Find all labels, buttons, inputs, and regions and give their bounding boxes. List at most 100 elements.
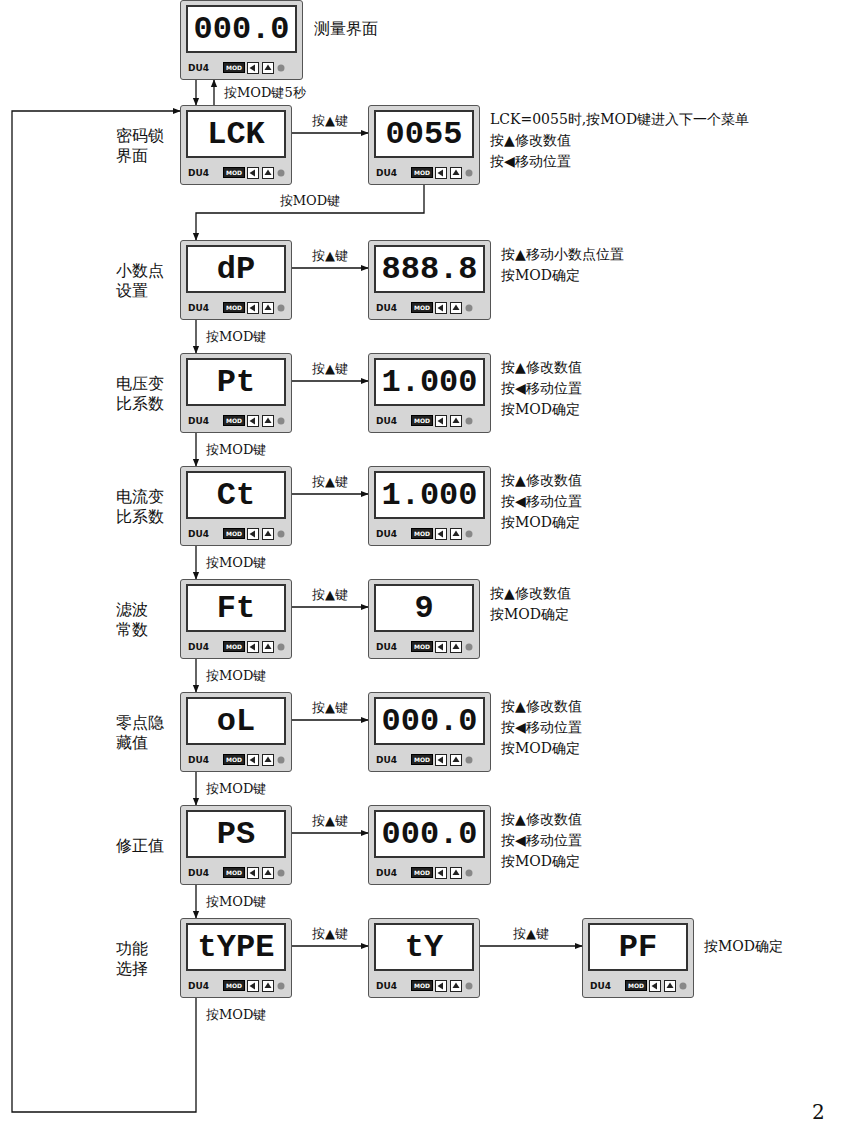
lcd-window: Ct xyxy=(186,471,286,519)
edge-label: 按▲键 xyxy=(310,925,350,943)
edge-label: 按▲键 xyxy=(310,812,350,830)
lcd-window: 000.0 xyxy=(374,810,485,858)
arrow-buttons xyxy=(435,754,475,766)
lcd-readout: 000.0 xyxy=(193,11,289,48)
flow-arrow xyxy=(292,945,368,946)
lcd-window: PS xyxy=(186,810,286,858)
flow-arrow xyxy=(196,185,424,240)
arrow-buttons xyxy=(247,302,287,314)
model-label: DU4 xyxy=(188,755,209,765)
flow-arrow xyxy=(195,433,196,466)
model-label: DU4 xyxy=(376,981,397,991)
lcd-readout: Ft xyxy=(217,590,255,627)
model-label: DU4 xyxy=(188,981,209,991)
flow-arrow xyxy=(480,945,582,946)
edge-label: 按▲键 xyxy=(310,586,350,604)
flow-arrow xyxy=(292,719,368,720)
arrow-buttons xyxy=(435,167,475,179)
lcd-readout: PF xyxy=(619,929,657,966)
arrow-buttons xyxy=(435,302,475,314)
meter-panel: 小数点 设置dPDU4MOD xyxy=(180,240,292,320)
lcd-window: 1.000 xyxy=(374,471,485,519)
edge-label: 按▲键 xyxy=(310,112,350,130)
lcd-window: Pt xyxy=(186,358,286,406)
instruction-note: 按MOD确定 xyxy=(501,740,580,758)
flow-arrow xyxy=(292,380,368,381)
arrow-buttons xyxy=(435,415,475,427)
arrow-buttons xyxy=(247,167,287,179)
edge-label: 按MOD键 xyxy=(204,780,268,798)
lcd-readout: Ct xyxy=(217,477,255,514)
flow-arrow xyxy=(292,493,368,494)
meter-panel: 密码锁 界面LCKDU4MOD xyxy=(180,105,292,185)
page-number: 2 xyxy=(812,1100,825,1124)
lcd-window: 888.8 xyxy=(374,245,485,293)
menu-heading: 零点隐 藏值 xyxy=(116,713,169,753)
instruction-note: 按▲移动小数点位置 xyxy=(501,246,624,264)
instruction-note: 按MOD确定 xyxy=(501,267,580,285)
mod-button: MOD xyxy=(223,167,245,178)
model-label: DU4 xyxy=(376,868,397,878)
meter-panel: 功能 选择tYPEDU4MOD xyxy=(180,918,292,998)
meter-panel: 0055DU4MOD xyxy=(368,105,480,185)
arrow-buttons xyxy=(649,980,689,992)
instruction-note: 按▲修改数值 xyxy=(501,472,582,490)
arrow-buttons xyxy=(247,641,287,653)
lcd-readout: 0055 xyxy=(386,116,463,153)
model-label: DU4 xyxy=(376,642,397,652)
instruction-note: 按MOD确定 xyxy=(501,853,580,871)
model-label: DU4 xyxy=(376,529,397,539)
meter-panel: 1.000DU4MOD xyxy=(368,353,491,433)
flow-arrow xyxy=(195,80,196,105)
meter-panel: 测量界面000.0DU4MOD xyxy=(180,0,303,80)
flow-arrow xyxy=(195,885,196,918)
meter-panel: PFDU4MOD xyxy=(582,918,694,998)
meter-panel: 888.8DU4MOD xyxy=(368,240,491,320)
meter-panel: 修正值PSDU4MOD xyxy=(180,805,292,885)
lcd-readout: Pt xyxy=(217,364,255,401)
arrow-buttons xyxy=(247,62,287,74)
instruction-note: 按▲修改数值 xyxy=(501,698,582,716)
menu-heading: 修正值 xyxy=(116,836,169,856)
arrow-buttons xyxy=(435,980,475,992)
mod-button: MOD xyxy=(223,415,245,426)
model-label: DU4 xyxy=(188,868,209,878)
flow-arrow xyxy=(292,132,368,133)
lcd-readout: tY xyxy=(405,929,443,966)
mod-button: MOD xyxy=(223,867,245,878)
mod-button: MOD xyxy=(411,528,433,539)
model-label: DU4 xyxy=(188,642,209,652)
edge-label: 按▲键 xyxy=(310,247,350,265)
arrow-buttons xyxy=(435,867,475,879)
lcd-readout: tYPE xyxy=(198,929,275,966)
meter-panel: 电流变 比系数CtDU4MOD xyxy=(180,466,292,546)
mod-button: MOD xyxy=(411,754,433,765)
lcd-readout: 000.0 xyxy=(381,816,477,853)
edge-label: 按MOD键5秒 xyxy=(222,84,308,102)
model-label: DU4 xyxy=(188,63,209,73)
model-label: DU4 xyxy=(376,303,397,313)
edge-label: 按▲键 xyxy=(511,925,551,943)
model-label: DU4 xyxy=(188,303,209,313)
arrow-buttons xyxy=(247,528,287,540)
mod-button: MOD xyxy=(625,980,647,991)
meter-panel: 滤波 常数FtDU4MOD xyxy=(180,579,292,659)
flow-arrow xyxy=(195,772,196,805)
menu-heading: 电压变 比系数 xyxy=(116,374,169,414)
flow-arrow xyxy=(195,659,196,692)
lcd-window: 000.0 xyxy=(374,697,485,745)
edge-label: 按▲键 xyxy=(310,360,350,378)
edge-label: 按MOD键 xyxy=(204,554,268,572)
instruction-note: 按MOD确定 xyxy=(501,401,580,419)
arrow-buttons xyxy=(247,980,287,992)
instruction-note: 按◀移动位置 xyxy=(501,380,582,398)
lcd-window: LCK xyxy=(186,110,286,158)
instruction-note: 按MOD确定 xyxy=(501,514,580,532)
model-label: DU4 xyxy=(188,168,209,178)
instruction-note: 按◀移动位置 xyxy=(490,153,571,171)
edge-label: 按MOD键 xyxy=(204,1006,268,1024)
meter-panel: 电压变 比系数PtDU4MOD xyxy=(180,353,292,433)
lcd-window: Ft xyxy=(186,584,286,632)
instruction-note: 按◀移动位置 xyxy=(501,832,582,850)
model-label: DU4 xyxy=(376,755,397,765)
